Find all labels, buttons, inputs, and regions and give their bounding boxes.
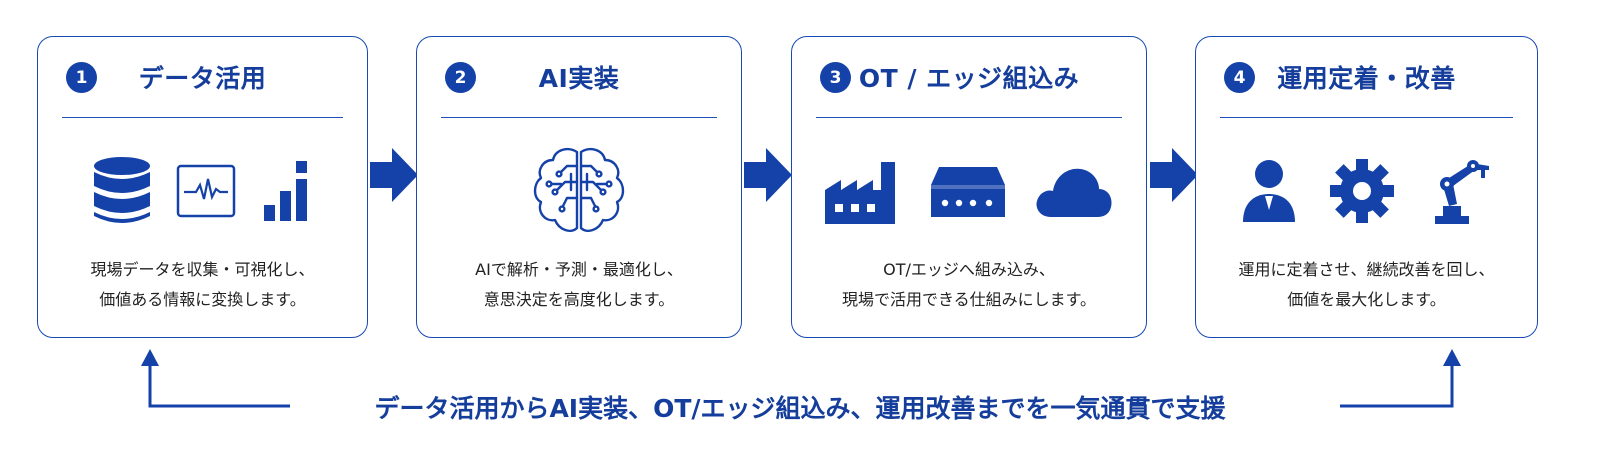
heartbeat-monitor-icon [176, 163, 236, 219]
factory-icon [823, 156, 903, 226]
step-number-badge: 3 [820, 62, 851, 93]
step-header: 3 OT / エッジ組込み [792, 37, 1146, 117]
step-number-badge: 4 [1224, 62, 1255, 93]
brain-icon [527, 144, 631, 238]
desc-line: 現場で活用できる仕組みにします。 [841, 290, 1097, 309]
step-header: 1 データ活用 [38, 37, 367, 117]
step-card-operation-improvement: 4 運用定着・改善 [1195, 36, 1538, 338]
step-title: 運用定着・改善 [1277, 64, 1456, 93]
desc-line: 価値ある情報に変換します。 [99, 290, 306, 309]
edge-device-icon [929, 163, 1007, 219]
step-title: AI実装 [538, 64, 620, 93]
step-title: OT / エッジ組込み [858, 64, 1080, 93]
divider [441, 117, 717, 118]
desc-line: AIで解析・予測・最適化し、 [475, 260, 683, 279]
bar-chart-icon [260, 159, 314, 223]
database-icon [92, 156, 152, 226]
loop-arrowhead-left [141, 349, 159, 366]
desc-line: 意思決定を高度化します。 [483, 290, 675, 309]
step-number-badge: 1 [66, 62, 97, 93]
step-header: 2 AI実装 [417, 37, 741, 117]
step-card-data-utilization: 1 データ活用 現場データを収 [37, 36, 368, 338]
step-description: OT/エッジへ組み込み、 現場で活用できる仕組みにします。 [792, 255, 1146, 315]
step-icons [417, 145, 741, 237]
desc-line: 価値を最大化します。 [1287, 290, 1446, 309]
flow-arrow-2-to-3 [744, 148, 792, 202]
desc-line: 運用に定着させ、継続改善を回し、 [1238, 260, 1495, 279]
step-description: 現場データを収集・可視化し、 価値ある情報に変換します。 [38, 255, 367, 315]
step-icons [792, 145, 1146, 237]
person-icon [1241, 158, 1297, 224]
footer-statement: データ活用からAI実装、OT/エッジ組込み、運用改善までを一気通貫で支援 [374, 394, 1226, 423]
desc-line: 現場データを収集・可視化し、 [90, 260, 315, 279]
flow-arrow-3-to-4 [1150, 148, 1198, 202]
step-card-ai-implementation: 2 AI実装 [416, 36, 742, 338]
step-title: データ活用 [138, 64, 267, 93]
step-icons [38, 145, 367, 237]
step-number-badge: 2 [445, 62, 476, 93]
desc-line: OT/エッジへ組み込み、 [883, 260, 1055, 279]
gear-icon [1329, 158, 1395, 224]
step-description: 運用に定着させ、継続改善を回し、 価値を最大化します。 [1196, 255, 1537, 315]
cloud-icon [1033, 163, 1115, 219]
loop-arrowhead-right [1443, 349, 1461, 366]
flow-arrow-1-to-2 [370, 148, 418, 202]
step-icons [1196, 145, 1537, 237]
step-description: AIで解析・予測・最適化し、 意思決定を高度化します。 [417, 255, 741, 315]
step-card-ot-edge: 3 OT / エッジ組込み [791, 36, 1147, 338]
step-header: 4 運用定着・改善 [1196, 37, 1537, 117]
divider [62, 117, 343, 118]
robot-arm-icon [1427, 156, 1493, 226]
divider [1220, 117, 1513, 118]
divider [816, 117, 1122, 118]
